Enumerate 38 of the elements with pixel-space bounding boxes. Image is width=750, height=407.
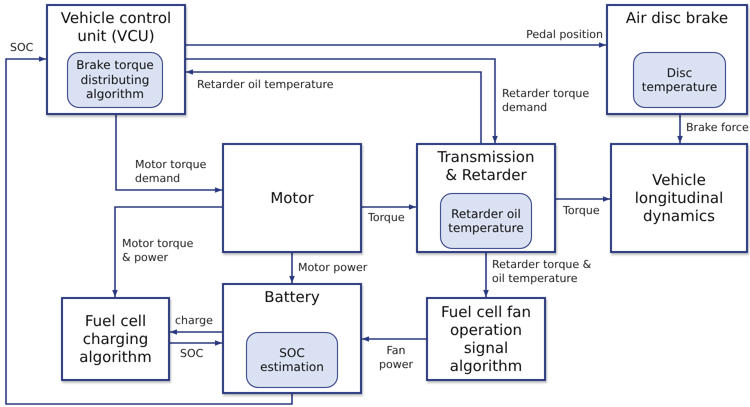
block-box [606, 4, 748, 115]
block-box [46, 4, 186, 115]
node-label: Vehicle control unit (VCU) [60, 9, 172, 45]
node-label: Battery [264, 288, 320, 306]
arrow [362, 204, 416, 210]
node-label: Disc temperature [640, 66, 718, 94]
arrow [115, 115, 222, 193]
arrow [289, 253, 295, 283]
block-box [426, 297, 546, 381]
block-box [222, 143, 362, 253]
arrow [170, 329, 222, 335]
node-label: Fuel cell charging algorithm [78, 312, 153, 366]
arrow [5, 56, 293, 405]
node-label: Transmission & Retarder [436, 148, 536, 184]
rounded-box [440, 193, 532, 249]
arrow [186, 69, 482, 143]
rounded-box [67, 52, 163, 108]
block-box [61, 297, 170, 381]
arrow [556, 196, 610, 202]
node-label: Retarder oil temperature [447, 206, 525, 236]
node-label: Motor [270, 189, 314, 207]
node-label: Fuel cell fan operation signal algorithm [440, 303, 532, 375]
node-label: Vehicle longitudinal dynamics [634, 171, 724, 225]
arrow [112, 206, 222, 297]
block-box [416, 143, 556, 253]
arrow [677, 115, 683, 143]
rounded-box [246, 332, 338, 388]
node-label: Air disc brake [626, 9, 728, 27]
arrow [170, 340, 222, 346]
block-box [222, 283, 362, 394]
block-box [610, 143, 748, 253]
node-label: SOC estimation [259, 346, 325, 374]
node-label: Brake torque distributing algorithm [75, 58, 155, 102]
rounded-box [633, 52, 726, 108]
arrow [483, 253, 489, 297]
arrow [362, 336, 426, 342]
arrow [186, 42, 606, 48]
arrow [186, 58, 498, 143]
